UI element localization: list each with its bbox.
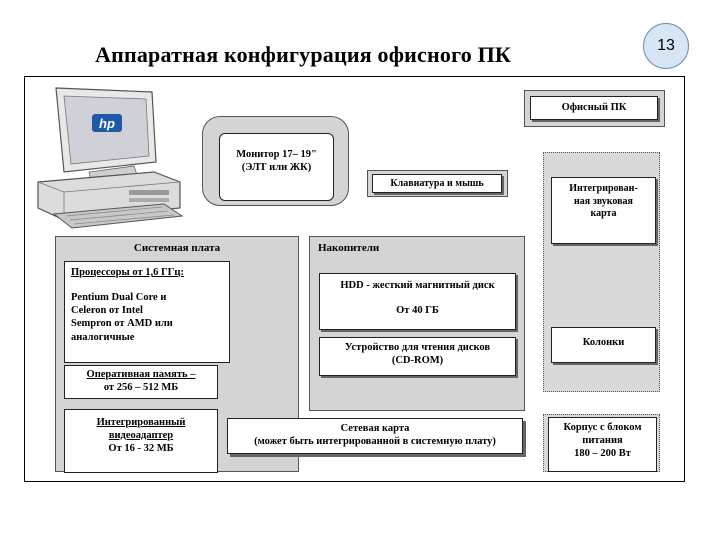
video-line2: видеоадаптер [108,430,174,442]
case-line1: Корпус с блоком [563,422,642,433]
slide-number: 13 [657,37,675,54]
ram-line1: Оперативная память – [86,369,196,380]
hdd-line2: От 40 ГБ [396,305,439,317]
video-line3: От 16 - 32 МБ [108,443,174,455]
sound-card-line3: карта [590,208,617,219]
keyboard-label-box: Клавиатура и мышь [372,174,502,193]
monitor-illustration [55,87,157,185]
case-region: Корпус с блоком питания 180 – 200 Вт [543,414,660,472]
slide-number-badge: 13 [643,23,689,69]
keyboard-label: Клавиатура и мышь [390,178,484,189]
video-line1: Интегрированный [96,417,186,428]
cdrom-line2: (CD-ROM) [391,355,444,367]
cpu-line3: Sempron от AMD или [71,318,173,330]
cpu-line2: Celeron от Intel [71,305,143,317]
office-pc-box: Офисный ПК [524,90,665,127]
speakers-box: Колонки [551,327,656,363]
hdd-box: HDD - жесткий магнитный диск От 40 ГБ [319,273,516,330]
monitor-line1: Монитор 17– 19" [236,149,317,160]
ram-line2: от 256 – 512 МБ [103,382,179,394]
office-pc-label-box: Офисный ПК [530,96,658,120]
cdrom-box: Устройство для чтения дисков (CD-ROM) [319,337,516,376]
hdd-line1: HDD - жесткий магнитный диск [340,280,495,291]
storage-box: Накопители HDD - жесткий магнитный диск … [309,236,525,411]
slide-title: Аппаратная конфигурация офисного ПК [95,42,512,67]
sound-card-region: Интегрирован- ная звуковая карта Колонки [543,152,660,392]
network-line2: (может быть интегрированной в системную … [254,436,496,448]
svg-text:hp: hp [99,116,115,131]
sound-card-box: Интегрирован- ная звуковая карта [551,177,656,244]
ram-box: Оперативная память – от 256 – 512 МБ [64,365,218,399]
monitor-line2: (ЭЛТ или ЖК) [241,162,312,174]
case-line2: питания [582,435,623,447]
motherboard-label: Системная плата [133,242,221,254]
office-pc-label: Офисный ПК [561,102,627,113]
keyboard-box: Клавиатура и мышь [367,170,508,197]
case-line3: 180 – 200 Вт [574,448,631,460]
speakers-label: Колонки [582,337,625,348]
case-box: Корпус с блоком питания 180 – 200 Вт [548,417,657,472]
cpu-title: Процессоры от 1,6 ГГц: [71,267,184,278]
computer-illustration: hp [37,87,184,229]
network-line1: Сетевая карта [340,423,410,434]
keyboard-illustration [52,203,184,229]
cpu-line1: Pentium Dual Core и [71,292,167,304]
monitor-outer-box: Монитор 17– 19" (ЭЛТ или ЖК) [202,116,349,206]
network-card-box: Сетевая карта (может быть интегрированно… [227,418,523,454]
sound-card-line2: ная звуковая [574,195,633,207]
video-adapter-box: Интегрированный видеоадаптер От 16 - 32 … [64,409,218,473]
cpu-box: Процессоры от 1,6 ГГц: Pentium Dual Core… [64,261,230,363]
sound-card-line1: Интегрирован- [569,183,638,194]
cdrom-line1: Устройство для чтения дисков [344,342,491,353]
cpu-line4: аналогичные [71,331,135,343]
hp-logo-icon: hp [92,114,122,132]
storage-label: Накопители [318,242,380,254]
motherboard-box: Системная плата Процессоры от 1,6 ГГц: P… [55,236,299,473]
monitor-box: Монитор 17– 19" (ЭЛТ или ЖК) [219,133,334,201]
